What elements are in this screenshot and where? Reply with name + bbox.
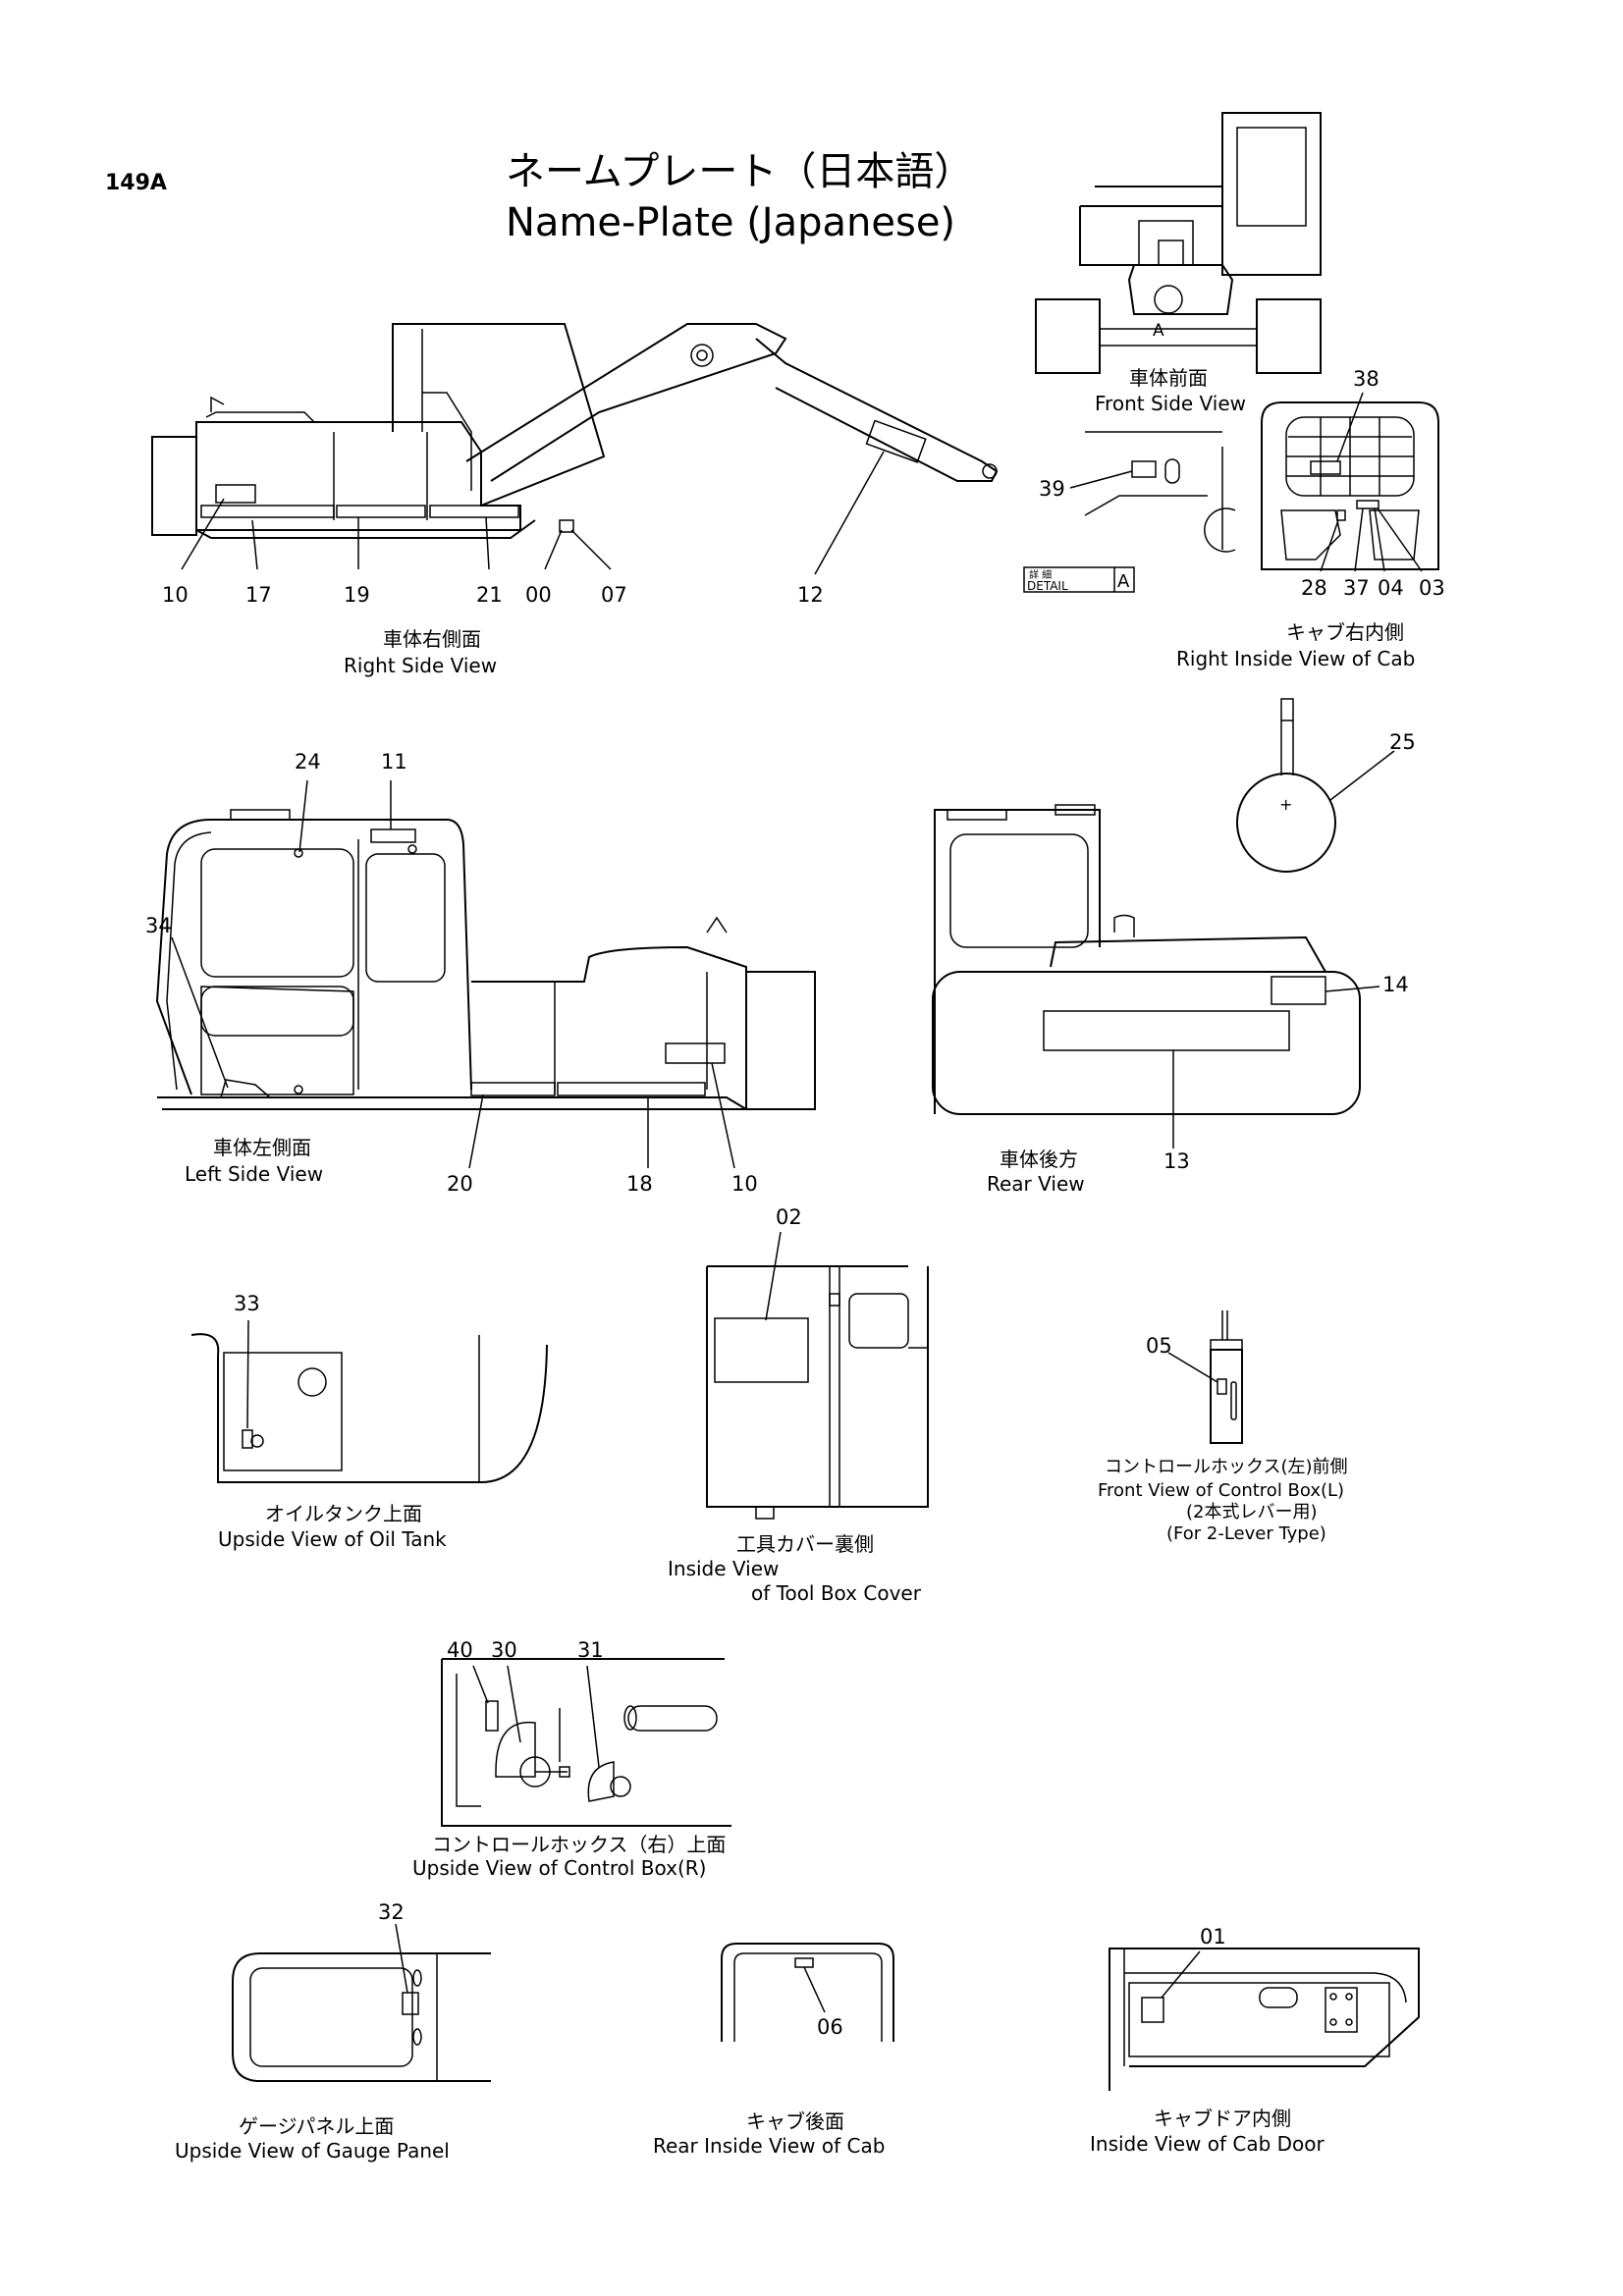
- cab-rear-inside-drawing: [721, 1943, 894, 2042]
- left-side-view-callouts: 24 11 34 20 18 10: [145, 750, 758, 1196]
- callout-label: 03: [1419, 576, 1445, 600]
- plate-25-drawing: +: [1236, 698, 1395, 873]
- callout-label: 19: [344, 583, 370, 607]
- callout-label: 17: [245, 583, 272, 607]
- detail-a-drawing: 詳 細 DETAIL A: [1023, 431, 1236, 593]
- callout-label: 33: [234, 1292, 260, 1315]
- gauge-panel-caption-en: Upside View of Gauge Panel: [175, 2139, 450, 2163]
- callout-label: 07: [601, 583, 627, 607]
- gauge-panel-caption-jp: ゲージパネル上面: [239, 2114, 394, 2138]
- front-side-view-caption-jp: 車体前面: [1129, 366, 1208, 390]
- callout-label: 18: [626, 1172, 653, 1196]
- callout-label: 14: [1382, 973, 1409, 996]
- detail-stamp-en: DETAIL: [1027, 579, 1068, 593]
- control-box-left-caption-en-3: (For 2-Lever Type): [1166, 1523, 1326, 1544]
- front-side-view-caption-en: Front Side View: [1095, 392, 1246, 415]
- tool-box-caption-en-2: of Tool Box Cover: [751, 1581, 922, 1605]
- right-side-view-caption-jp: 車体右側面: [383, 627, 481, 651]
- detail-stamp-letter: A: [1117, 571, 1130, 592]
- rear-view-caption-en: Rear View: [987, 1172, 1085, 1196]
- page-number: 149A: [105, 171, 167, 195]
- tool-box-caption-jp: 工具カバー裏側: [736, 1532, 874, 1556]
- rear-view-drawing: [932, 804, 1380, 1148]
- cab-right-inside-callouts: 38 28 37 04 03: [1301, 367, 1445, 600]
- callout-label: 39: [1039, 477, 1065, 501]
- control-box-right-callouts: 40 30 31: [447, 1638, 604, 1662]
- right-side-view-drawing: [151, 323, 999, 575]
- title-english: Name-Plate (Japanese): [506, 200, 955, 245]
- callout-label: 37: [1343, 576, 1370, 600]
- callout-label: 40: [447, 1638, 473, 1662]
- cab-right-inside-drawing: [1261, 392, 1439, 572]
- callout-label: 32: [378, 1900, 405, 1924]
- callout-label: 21: [476, 583, 503, 607]
- callout-label: 31: [577, 1638, 604, 1662]
- cab-right-inside-caption-en: Right Inside View of Cab: [1176, 647, 1415, 670]
- callout-label: 38: [1353, 367, 1380, 391]
- callout-label: 11: [381, 750, 407, 774]
- callout-label: 12: [797, 583, 824, 607]
- tool-box-drawing: [706, 1231, 929, 1520]
- tool-box-caption-en-1: Inside View: [668, 1557, 779, 1580]
- cab-door-caption-en: Inside View of Cab Door: [1090, 2132, 1325, 2156]
- callout-label: 20: [447, 1172, 473, 1196]
- control-box-left-caption-jp-2: (2本式レバー用): [1186, 1502, 1318, 1522]
- callout-label: 24: [295, 750, 321, 774]
- callout-label: 28: [1301, 576, 1327, 600]
- plus-mark: +: [1279, 795, 1292, 814]
- control-box-left-caption-en: Front View of Control Box(L): [1098, 1480, 1344, 1501]
- oil-tank-caption-jp: オイルタンク上面: [265, 1502, 422, 1525]
- cab-rear-inside-caption-en: Rear Inside View of Cab: [653, 2134, 885, 2158]
- callout-label: 02: [776, 1205, 802, 1229]
- right-side-view-callouts: 10 17 19 21 00 07 12: [162, 583, 824, 607]
- right-side-view-caption-en: Right Side View: [344, 654, 497, 677]
- callout-label: 04: [1378, 576, 1404, 600]
- callout-label: 05: [1146, 1334, 1172, 1358]
- control-box-right-caption-en: Upside View of Control Box(R): [412, 1856, 706, 1880]
- left-side-view-caption-en: Left Side View: [185, 1162, 323, 1186]
- callout-label: 25: [1389, 730, 1416, 754]
- cab-door-caption-jp: キャブドア内側: [1154, 2107, 1291, 2130]
- left-side-view-drawing: [155, 779, 816, 1169]
- callout-label: 30: [491, 1638, 517, 1662]
- control-box-left-caption-jp: コントロールホックス(左)前側: [1105, 1457, 1348, 1477]
- detail-stamp-jp: 詳 細: [1029, 568, 1052, 581]
- rear-view-caption-jp: 車体後方: [1000, 1148, 1078, 1171]
- control-box-left-drawing: [1167, 1310, 1243, 1444]
- callout-label: 06: [817, 2015, 843, 2039]
- cab-door-drawing: [1109, 1948, 1420, 2091]
- left-side-view-caption-jp: 車体左側面: [213, 1136, 311, 1159]
- cab-rear-inside-caption-jp: キャブ後面: [746, 2109, 844, 2133]
- callout-label: 13: [1163, 1149, 1190, 1173]
- front-side-view-drawing: A: [1035, 112, 1322, 374]
- detail-marker-a: A: [1153, 321, 1164, 341]
- callout-label: 34: [145, 914, 172, 937]
- callout-label: 01: [1200, 1925, 1226, 1949]
- oil-tank-caption-en: Upside View of Oil Tank: [218, 1527, 447, 1551]
- cab-right-inside-caption-jp: キャブ右内側: [1286, 620, 1404, 644]
- control-box-right-drawing: [441, 1658, 731, 1827]
- gauge-panel-drawing: [232, 1923, 491, 2082]
- oil-tank-drawing: [190, 1319, 548, 1483]
- callout-label: 00: [525, 583, 552, 607]
- title-japanese: ネームプレート（日本語）: [506, 149, 973, 194]
- callout-label: 10: [731, 1172, 758, 1196]
- control-box-right-caption-jp: コントロールホックス（右）上面: [432, 1833, 726, 1856]
- callout-label: 10: [162, 583, 189, 607]
